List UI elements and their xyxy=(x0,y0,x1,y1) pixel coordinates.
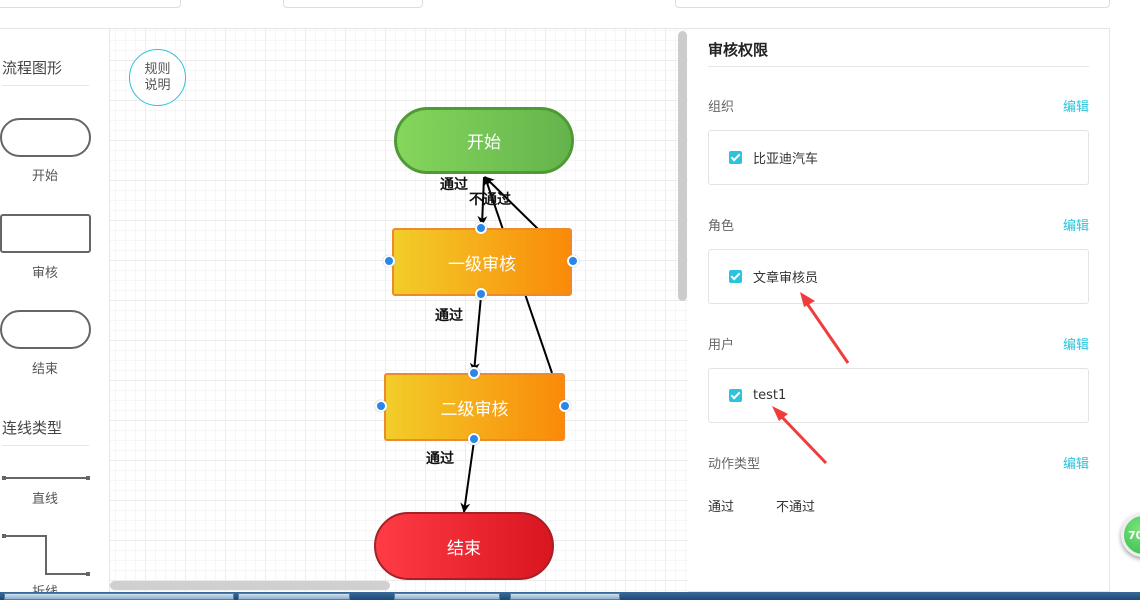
edge-level2-to-end xyxy=(460,440,475,513)
floating-badge[interactable]: 70 xyxy=(1121,513,1140,557)
edge-level1-to-level2 xyxy=(469,295,482,373)
palette-end-label: 结束 xyxy=(31,362,58,377)
vertical-scrollbar[interactable] xyxy=(678,31,687,301)
checkbox[interactable] xyxy=(729,389,742,402)
org-box: 比亚迪汽车 xyxy=(708,130,1089,185)
node-end-label: 结束 xyxy=(447,538,481,559)
role-item: 文章审核员 xyxy=(753,271,819,286)
role-label: 角色 xyxy=(708,219,735,234)
node-level1[interactable]: 一级审核 xyxy=(392,228,572,296)
user-item: test1 xyxy=(753,388,787,403)
role-edit-link[interactable]: 编辑 xyxy=(1062,219,1089,234)
palette-start-shape[interactable] xyxy=(0,118,91,157)
panel-title: 审核权限 xyxy=(708,41,769,59)
org-edit-link[interactable]: 编辑 xyxy=(1062,100,1089,115)
role-box: 文章审核员 xyxy=(708,249,1089,304)
taskbar-button[interactable] xyxy=(238,593,350,600)
horizontal-scrollbar[interactable] xyxy=(110,581,390,590)
top-input-1[interactable] xyxy=(0,0,181,8)
user-box: test1 xyxy=(708,368,1089,423)
checkbox[interactable] xyxy=(729,151,742,164)
palette-audit-label: 审核 xyxy=(31,266,58,281)
rule-text-2: 说明 xyxy=(144,78,171,93)
action-edit-link[interactable]: 编辑 xyxy=(1062,457,1089,472)
divider xyxy=(708,66,1089,67)
taskbar-button[interactable] xyxy=(510,593,620,600)
palette-start-label: 开始 xyxy=(31,169,58,184)
node-level2-label: 二级审核 xyxy=(440,399,509,420)
node-level1-label: 一级审核 xyxy=(448,254,516,275)
taskbar-button[interactable] xyxy=(4,593,234,600)
top-input-2[interactable] xyxy=(283,0,423,8)
edge-level1-to-start xyxy=(484,176,539,230)
edge-label: 通过 xyxy=(440,177,468,193)
top-textarea[interactable] xyxy=(675,0,1110,8)
node-level2[interactable]: 二级审核 xyxy=(384,373,565,441)
palette-audit-shape[interactable] xyxy=(0,214,91,253)
action-reject: 不通过 xyxy=(776,500,816,515)
flow-canvas[interactable]: 规则说明 开始 一级审核 二级审核 结束 通过 不通过 通过 通过 xyxy=(110,28,688,592)
checkbox[interactable] xyxy=(729,270,742,283)
port-l2-right[interactable] xyxy=(559,400,571,412)
port-l1-left[interactable] xyxy=(383,255,395,267)
divider xyxy=(2,445,89,446)
rule-text-1: 规则 xyxy=(144,62,171,77)
lines-title: 连线类型 xyxy=(2,419,63,437)
action-type-label: 动作类型 xyxy=(708,457,761,472)
org-label: 组织 xyxy=(708,100,735,115)
taskbar-button[interactable] xyxy=(394,593,500,600)
port-l1-top[interactable] xyxy=(475,222,487,234)
polyline-icon xyxy=(2,534,90,576)
user-label: 用户 xyxy=(708,338,735,353)
edge-label: 通过 xyxy=(435,308,463,324)
action-pass: 通过 xyxy=(708,500,735,515)
rule-description-button[interactable]: 规则说明 xyxy=(129,49,186,106)
taskbar xyxy=(0,592,1140,600)
port-l2-top[interactable] xyxy=(468,367,480,379)
port-l2-bottom[interactable] xyxy=(468,433,480,445)
node-start-label: 开始 xyxy=(467,133,501,153)
port-l2-left[interactable] xyxy=(375,400,387,412)
node-start[interactable]: 开始 xyxy=(394,107,574,174)
edge-label: 不通过 xyxy=(469,192,511,208)
straight-line-icon xyxy=(2,476,90,480)
node-end[interactable]: 结束 xyxy=(374,512,554,580)
user-edit-link[interactable]: 编辑 xyxy=(1062,338,1089,353)
polyline-label: 折线 xyxy=(31,585,58,593)
shape-palette: 流程图形 开始 审核 结束 连线类型 直线 折线 xyxy=(0,28,110,593)
straight-line-label: 直线 xyxy=(31,492,58,507)
shapes-title: 流程图形 xyxy=(2,59,63,77)
edges-layer xyxy=(460,176,553,513)
palette-end-shape[interactable] xyxy=(0,310,91,349)
line-type-icons[interactable] xyxy=(0,469,95,579)
divider xyxy=(2,85,89,86)
edge-label: 通过 xyxy=(426,451,454,467)
audit-permission-panel: 审核权限 组织 编辑 比亚迪汽车 角色 编辑 文章审核员 用户 编辑 test1… xyxy=(688,28,1110,592)
org-item: 比亚迪汽车 xyxy=(753,152,819,167)
port-l1-bottom[interactable] xyxy=(475,288,487,300)
port-l1-right[interactable] xyxy=(567,255,579,267)
